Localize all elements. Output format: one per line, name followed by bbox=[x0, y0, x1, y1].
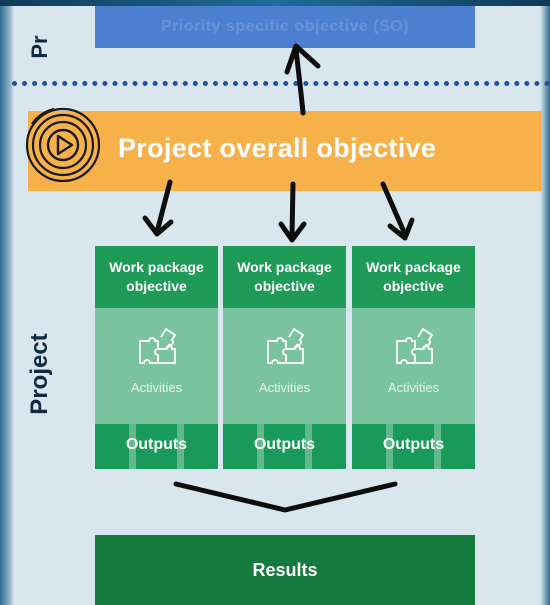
activities-label: Activities bbox=[258, 380, 311, 395]
puzzle-icon bbox=[139, 327, 177, 364]
activities-label: Activities bbox=[387, 380, 440, 395]
work-package-objective: Work package objective bbox=[352, 246, 475, 308]
output-divider bbox=[434, 424, 441, 469]
activities-panel: Activities bbox=[223, 308, 346, 424]
work-package-1: Work package objective Activities Output… bbox=[95, 246, 218, 469]
output-divider bbox=[129, 424, 136, 469]
activities-panel: Activities bbox=[352, 308, 475, 424]
activities-panel: Activities bbox=[95, 308, 218, 424]
results-label: Results bbox=[252, 559, 318, 580]
specific-objective-bar: Priority specific objective (SO) bbox=[95, 6, 475, 48]
specific-objective-text: Priority specific objective (SO) bbox=[160, 18, 410, 35]
right-frame-shade bbox=[540, 0, 550, 605]
down-arrow-right bbox=[380, 181, 407, 235]
output-divider bbox=[386, 424, 393, 469]
overall-objective-title: Project overall objective bbox=[118, 133, 437, 163]
outputs-label: Outputs bbox=[125, 436, 188, 453]
down-arrow-middle-head bbox=[278, 221, 307, 243]
down-arrow-left-head bbox=[142, 215, 174, 237]
output-divider bbox=[177, 424, 184, 469]
up-arrow-head bbox=[284, 43, 321, 75]
work-package-objective: Work package objective bbox=[223, 246, 346, 308]
side-label-project: Project bbox=[26, 333, 53, 415]
puzzle-icon bbox=[267, 327, 305, 364]
work-package-objective: Work package objective bbox=[95, 246, 218, 308]
output-divider bbox=[305, 424, 312, 469]
outputs-panel: Outputs bbox=[223, 424, 346, 469]
side-label-top: Pr bbox=[27, 35, 52, 59]
outputs-label: Outputs bbox=[382, 436, 445, 453]
overall-objective-band: Project overall objective bbox=[28, 111, 542, 191]
puzzle-icon bbox=[396, 327, 434, 364]
top-frame-edge bbox=[0, 0, 550, 6]
outputs-panel: Outputs bbox=[95, 424, 218, 469]
down-arrow-middle bbox=[289, 181, 296, 239]
activities-label: Activities bbox=[130, 380, 183, 395]
outputs-label: Outputs bbox=[253, 436, 316, 453]
play-icon[interactable] bbox=[22, 104, 104, 186]
work-package-2: Work package objective Activities Output… bbox=[223, 246, 346, 469]
dotted-separator bbox=[12, 81, 550, 86]
outputs-panel: Outputs bbox=[352, 424, 475, 469]
merge-bracket bbox=[173, 481, 398, 513]
results-box: Results bbox=[95, 535, 475, 605]
work-package-3: Work package objective Activities Output… bbox=[352, 246, 475, 469]
left-frame-shade bbox=[0, 0, 14, 605]
output-divider bbox=[257, 424, 264, 469]
down-arrow-right-head bbox=[387, 217, 415, 241]
